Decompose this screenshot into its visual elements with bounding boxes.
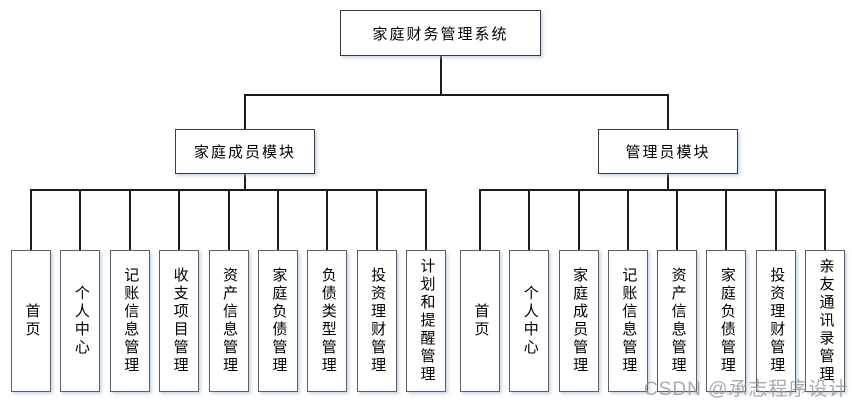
connector-line xyxy=(425,190,427,250)
connector-line xyxy=(577,190,580,250)
leaf-node: 首页 xyxy=(460,250,500,392)
leaf-node: 资产信息管理 xyxy=(657,250,698,392)
connector-line xyxy=(824,190,826,250)
root-node: 家庭财务管理系统 xyxy=(340,10,541,56)
connector-line xyxy=(774,190,777,250)
leaf-node: 首页 xyxy=(11,250,51,392)
leaf-node: 资产信息管理 xyxy=(208,250,249,392)
leaf-node: 家庭成员管理 xyxy=(558,250,599,392)
connector-line xyxy=(79,190,82,250)
connector-line xyxy=(626,190,629,250)
leaf-node: 亲友通讯录管理 xyxy=(805,250,845,392)
leaf-node: 投资理财管理 xyxy=(755,250,796,392)
connector-line xyxy=(528,190,531,250)
branch-node: 家庭成员模块 xyxy=(175,129,315,174)
connector-line xyxy=(667,95,669,129)
csdn-watermark: CSDN @承志程序设计 xyxy=(644,379,849,400)
leaf-node: 个人中心 xyxy=(60,250,101,392)
connector-line xyxy=(128,190,131,250)
leaf-node: 家庭负债管理 xyxy=(257,250,298,392)
leaf-node: 计划和提醒管理 xyxy=(406,250,446,392)
connector-line xyxy=(725,190,728,250)
connector-line xyxy=(326,190,329,250)
leaf-node: 投资理财管理 xyxy=(356,250,397,392)
connector-line xyxy=(244,94,669,96)
connector-line xyxy=(276,190,279,250)
connector-line xyxy=(244,174,246,190)
leaf-node: 负债类型管理 xyxy=(307,250,348,392)
leaf-node: 个人中心 xyxy=(509,250,550,392)
leaf-node: 记账信息管理 xyxy=(607,250,648,392)
leaf-node: 家庭负债管理 xyxy=(706,250,747,392)
connector-line xyxy=(178,190,181,250)
leaf-node: 收支项目管理 xyxy=(159,250,200,392)
leaf-node: 记账信息管理 xyxy=(109,250,150,392)
connector-line xyxy=(375,190,378,250)
connector-line xyxy=(676,190,679,250)
connector-line xyxy=(244,95,246,129)
connector-line xyxy=(667,174,669,190)
connector-line xyxy=(479,189,826,191)
connector-line xyxy=(479,190,481,250)
connector-line xyxy=(439,56,442,95)
branch-node: 管理员模块 xyxy=(598,129,738,174)
connector-line xyxy=(227,190,230,250)
connector-line xyxy=(30,190,32,250)
